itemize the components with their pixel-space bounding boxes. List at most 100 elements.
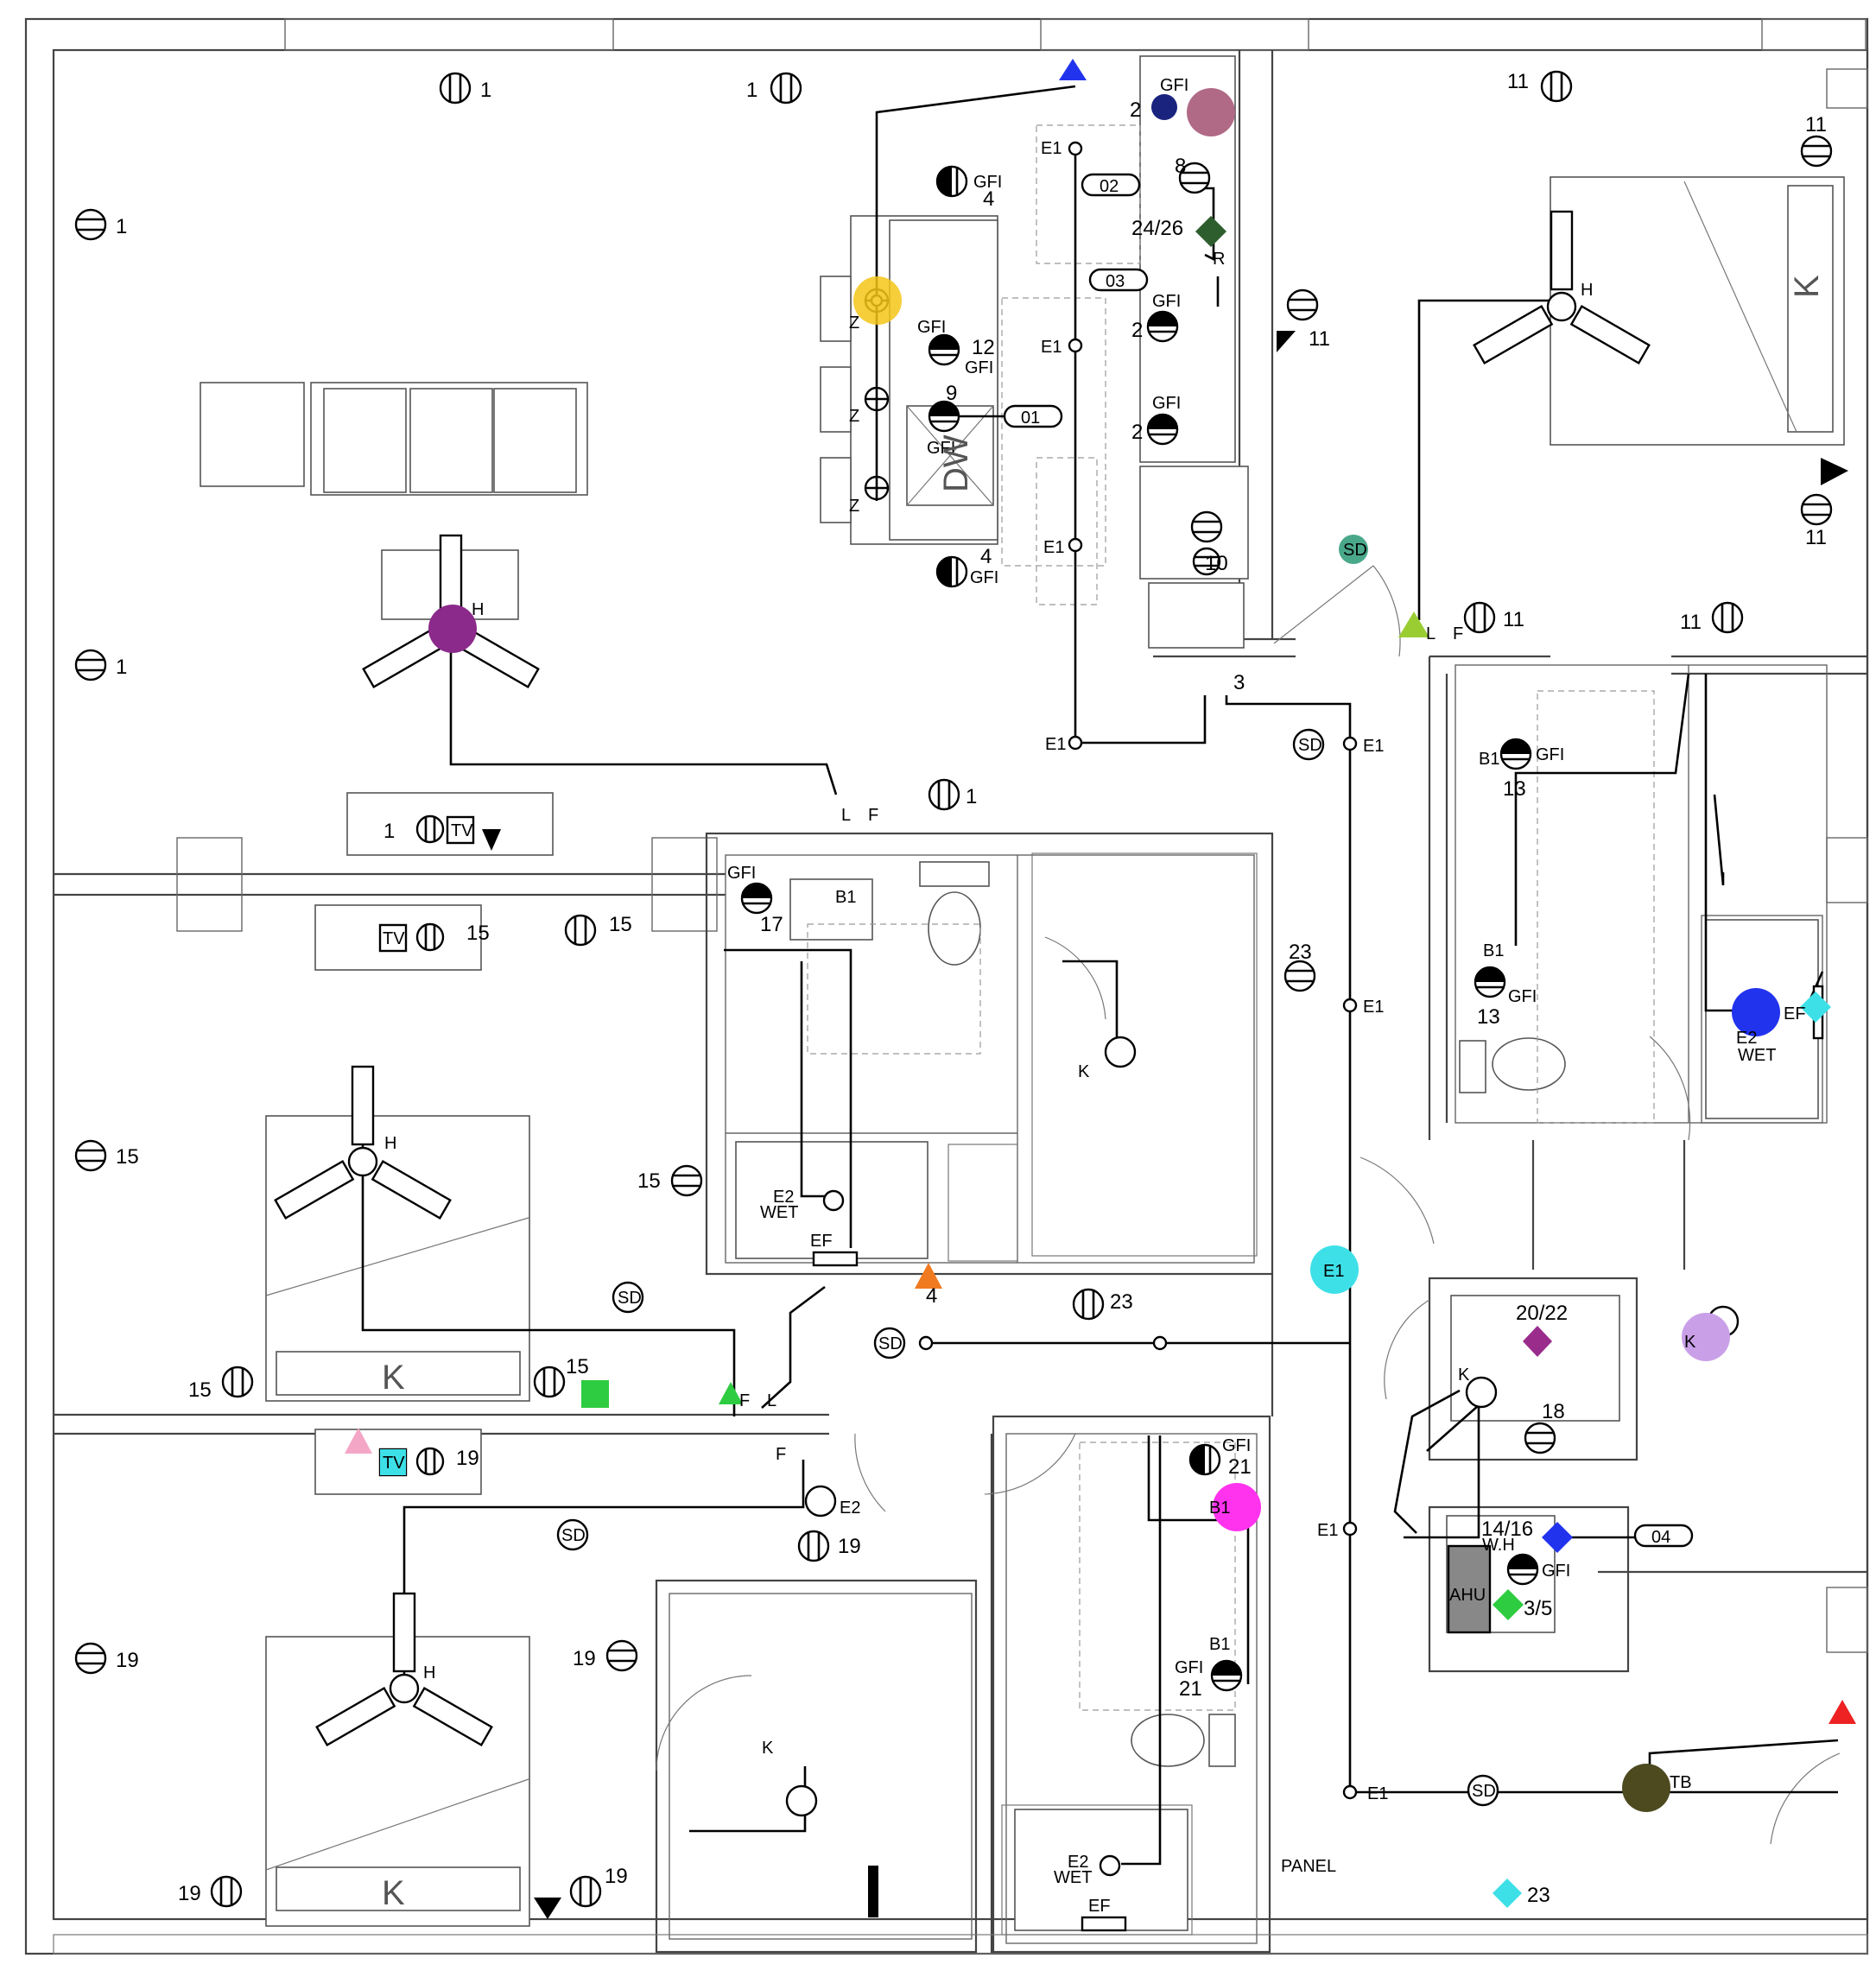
fixture-label: E1 <box>1041 338 1062 357</box>
fixture-label: SD <box>1343 541 1367 560</box>
outlet-label: 21 <box>1179 1677 1202 1701</box>
marker-lime <box>1398 611 1429 637</box>
ceiling-fan-bedroom1 <box>274 1065 452 1220</box>
fixture-label: EF <box>1784 1004 1806 1023</box>
ceiling-fan-icon <box>274 1065 452 1220</box>
outlet-label: 23 <box>1110 1290 1133 1314</box>
fixture-label: F <box>776 1445 786 1464</box>
fixture-label: B1 <box>835 888 856 907</box>
fixture-label: B1 <box>1209 1635 1230 1654</box>
fixture-label: K <box>1684 1333 1696 1352</box>
gfi-label: GFI <box>917 318 946 337</box>
duplex-outlet-icon <box>221 1366 254 1398</box>
dishwasher-label: DW <box>937 434 975 492</box>
gfi-label: GFI <box>1508 987 1537 1006</box>
ceiling-fan-master <box>1473 210 1651 365</box>
smoke-detectors <box>556 728 1499 1807</box>
outlet-label: 11 <box>1805 526 1827 549</box>
fixture-label: R <box>1213 250 1225 269</box>
gfi-label: GFI <box>1152 292 1181 311</box>
marker-cyan <box>1310 1245 1359 1294</box>
marker-darkgreen <box>1195 216 1226 247</box>
gfi-outlet-icon <box>935 165 968 198</box>
duplex-outlet-icon <box>533 1366 566 1398</box>
duplex-outlet-icon <box>415 922 445 952</box>
outlet-label: 23 <box>1527 1884 1550 1907</box>
gfi-outlet-icon <box>740 882 773 915</box>
fixture-label: E2 <box>840 1499 860 1518</box>
fixture-label: E1 <box>1043 538 1064 557</box>
fixture-label: AHU <box>1449 1586 1486 1605</box>
fixture-label: H <box>1581 281 1593 300</box>
outlet-label: 1 <box>480 79 491 102</box>
fixture-label: B1 <box>1479 750 1499 769</box>
ceiling-fan-icon <box>315 1592 493 1747</box>
marker-blue-triangle <box>1059 59 1087 80</box>
duplex-outlet-icon <box>1463 601 1496 634</box>
duplex-outlet-icon <box>415 1447 445 1476</box>
walls <box>24 17 1869 1955</box>
duplex-outlet-icon <box>1800 493 1833 526</box>
outlet-label: 15 <box>466 922 490 945</box>
bed-label: K <box>382 1874 405 1912</box>
fixture-label: E1 <box>1323 1262 1344 1281</box>
marker-teal <box>1339 535 1368 564</box>
fixture-label: WET <box>1054 1868 1092 1887</box>
smoke-detector-icon <box>556 1518 589 1551</box>
ceiling-fan-bedroom2 <box>315 1592 493 1747</box>
fixture-label: EF <box>810 1232 833 1251</box>
data-jack-icon <box>534 1898 561 1919</box>
marker-green-diamond <box>1493 1589 1524 1620</box>
gfi-label: GFI <box>927 439 955 458</box>
duplex-outlet-icon <box>928 778 960 811</box>
data-jack-icon <box>1277 331 1296 352</box>
outlet-label: 23 <box>1289 941 1312 964</box>
outlet-label: 9 <box>946 382 957 405</box>
outlet-label: 11 <box>1503 608 1524 631</box>
gfi-outlet-icon <box>928 333 960 366</box>
outlet-label: 15 <box>116 1145 139 1169</box>
fixture-label: E2 <box>773 1188 794 1207</box>
duplex-outlet-icon <box>439 72 472 105</box>
fixture-label: PANEL <box>1281 1857 1336 1876</box>
fixture-label: E1 <box>1363 737 1384 756</box>
fixture-label: L <box>767 1391 776 1410</box>
duplex-outlet-icon <box>564 914 597 947</box>
tag-label: 04 <box>1651 1528 1670 1547</box>
gfi-label: GFI <box>727 864 756 883</box>
marker-lavender <box>1682 1313 1730 1361</box>
duplex-outlet-icon <box>1540 70 1573 103</box>
smoke-detector-icon <box>1292 728 1325 761</box>
outlet-label: 15 <box>188 1378 212 1402</box>
fixture-label: Z <box>849 407 859 426</box>
fixture-label: B1 <box>1483 941 1504 960</box>
gfi-outlet-icon <box>1188 1443 1221 1476</box>
gfi-label: GFI <box>1222 1436 1251 1455</box>
gfi-label: GFI <box>970 568 998 587</box>
fixture-label: E1 <box>1045 735 1066 754</box>
marker-mauve <box>1187 88 1235 136</box>
outlet-label: 2 <box>1131 319 1143 342</box>
fixture-label: F <box>1453 624 1463 643</box>
outlet-label: 11 <box>1507 70 1529 93</box>
duplex-outlet-icon <box>210 1875 243 1908</box>
duplex-outlet-icon <box>1192 547 1221 576</box>
data-jack-icon <box>1821 458 1848 485</box>
highlight-markers <box>345 59 1856 1919</box>
marker-olive <box>1622 1764 1670 1812</box>
outlet-label: 18 <box>1542 1400 1565 1423</box>
marker-green-small <box>719 1382 743 1404</box>
gfi-outlet-icon <box>935 555 968 588</box>
marker-cyan-tv <box>380 1449 406 1475</box>
gfi-label: GFI <box>1160 76 1188 95</box>
fixture-label: E2 <box>1068 1853 1088 1872</box>
outlet-label: 17 <box>760 913 783 936</box>
marker-navy <box>1151 94 1177 120</box>
outlet-label: 1 <box>116 215 127 238</box>
fixture-label: E1 <box>1041 139 1062 158</box>
duplex-outlet-icon <box>415 814 445 844</box>
outlet-label: 21 <box>1228 1455 1252 1479</box>
marker-yellow <box>853 276 902 325</box>
fixture-label: H <box>423 1663 435 1682</box>
